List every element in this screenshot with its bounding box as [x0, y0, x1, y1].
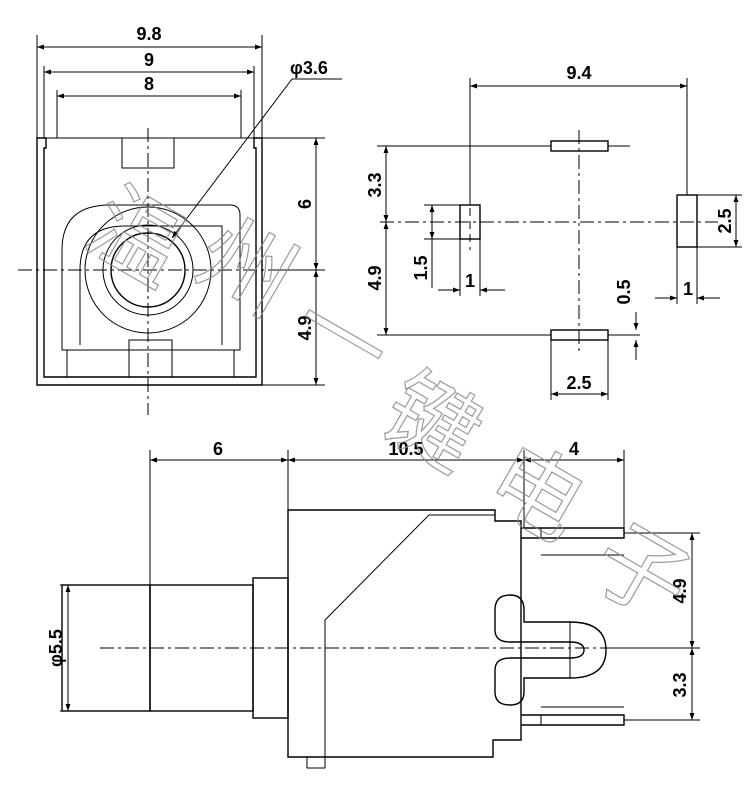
dim-front-height-lower: 4.9 — [295, 315, 315, 340]
dim-front-width-outer: 9.8 — [136, 24, 161, 44]
watermark: 温 州 一 键 电 子 — [69, 168, 708, 643]
dim-pin-offset-top: 3.3 — [365, 172, 385, 197]
dim-pin-offset-bottom: 4.9 — [365, 265, 385, 290]
dim-pin-width-right: 1 — [683, 279, 693, 299]
dim-side-length-body: 10.5 — [388, 439, 423, 459]
watermark-char-4: 键 — [365, 354, 498, 493]
pin-layout-view: 9.4 3.3 4.9 1.5 1 2.5 1 — [365, 63, 742, 400]
front-view: 9.8 9 8 φ3.6 6 4.9 — [18, 24, 342, 415]
contact-u-upper — [494, 594, 607, 706]
dim-side-length-front: 6 — [213, 439, 223, 459]
dim-front-height-upper: 6 — [295, 199, 315, 209]
watermark-char-6: 子 — [575, 504, 708, 643]
dim-pin-width-left: 1 — [465, 271, 475, 291]
dim-front-width-mid: 9 — [144, 50, 154, 70]
dim-side-pin-offset-upper: 4.9 — [670, 578, 690, 603]
dim-pin-thickness: 0.5 — [614, 279, 634, 304]
dim-hole-diameter: φ3.6 — [290, 58, 328, 78]
side-view: 6 10.5 4 φ5.5 4.9 3.3 — [46, 439, 700, 769]
dim-pin-width-total: 9.4 — [566, 63, 591, 83]
front-housing — [61, 204, 241, 351]
dim-pin-width-bottom: 2.5 — [566, 373, 591, 393]
dim-side-length-pins: 4 — [569, 439, 579, 459]
dim-pin-height-left: 1.5 — [411, 255, 431, 280]
dim-front-width-inner: 8 — [144, 74, 154, 94]
pad-right — [676, 194, 698, 248]
side-body — [287, 509, 522, 758]
pin-lower — [521, 714, 625, 726]
watermark-char-5: 电 — [470, 424, 603, 563]
dim-side-pin-offset-lower: 3.3 — [670, 672, 690, 697]
dim-pin-height-right: 2.5 — [715, 208, 735, 233]
watermark-char-3: 一 — [275, 269, 408, 408]
dim-barrel-diameter: φ5.5 — [46, 629, 66, 667]
